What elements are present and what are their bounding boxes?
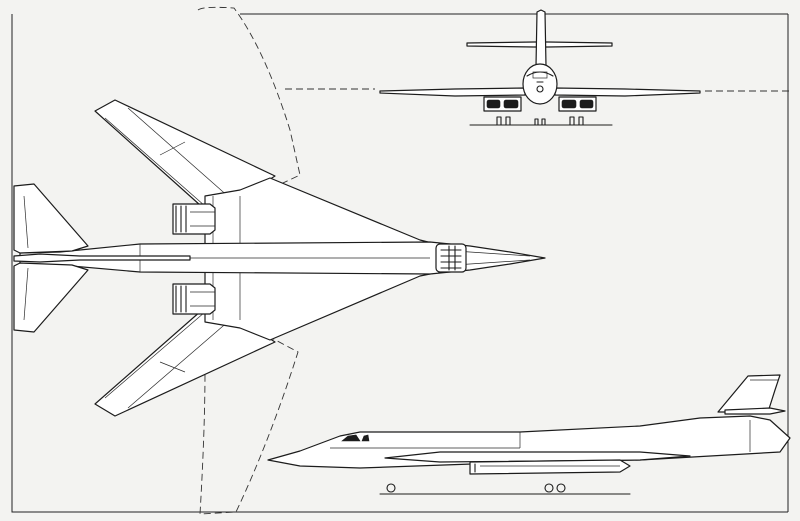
side-landing-gear xyxy=(379,483,631,495)
front-nacelle-right xyxy=(558,96,597,112)
plan-tailplane-upper xyxy=(13,183,89,254)
side-fin xyxy=(717,374,781,413)
plan-engine-pod-lower xyxy=(172,283,216,315)
plan-view xyxy=(13,6,546,515)
plan-engine-pod-upper xyxy=(172,203,216,235)
front-view xyxy=(285,9,790,126)
front-nacelle-left xyxy=(483,96,522,112)
drawing-frame xyxy=(11,13,789,513)
front-landing-gear xyxy=(469,116,613,126)
front-wing-left xyxy=(379,87,526,97)
side-tailplane xyxy=(724,407,786,415)
side-engine-nacelle xyxy=(469,459,631,475)
plan-tail-cone xyxy=(13,253,191,263)
front-fin xyxy=(535,9,547,67)
side-view xyxy=(267,374,791,495)
plan-tailplane-lower xyxy=(13,262,89,333)
side-canopy xyxy=(341,434,370,442)
plan-cockpit xyxy=(435,243,467,273)
plan-wing-sweep-arc-lower xyxy=(199,335,299,515)
front-wing-right xyxy=(554,87,701,97)
front-fuselage xyxy=(522,63,558,105)
